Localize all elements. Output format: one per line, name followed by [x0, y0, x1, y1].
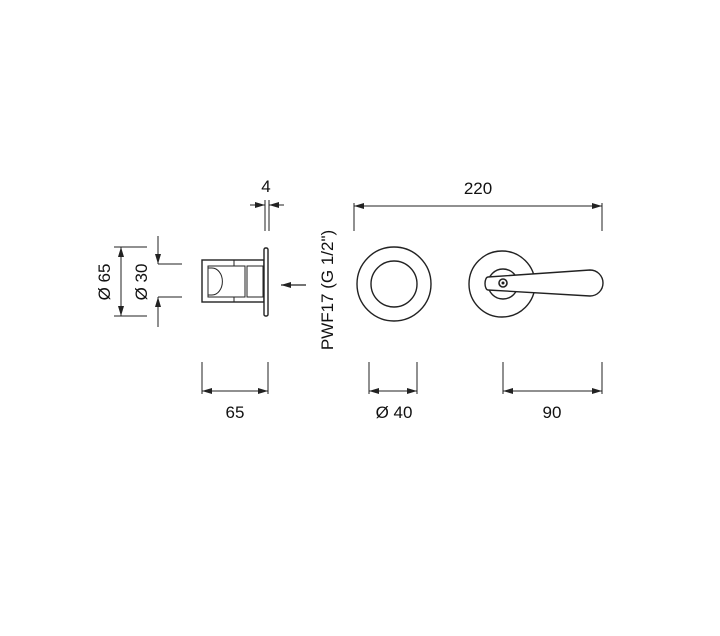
- dim-label-220: 220: [464, 179, 492, 198]
- connection-label: PWF17 (G 1/2"): [318, 230, 337, 350]
- dim-label-90: 90: [543, 403, 562, 422]
- dim-label-d40: Ø 40: [376, 403, 413, 422]
- dim-overall-width: 220: [353, 179, 603, 231]
- wall-plate: [263, 247, 269, 317]
- body-inner-block: [207, 265, 246, 298]
- dim-depth: 65: [201, 362, 269, 422]
- dim-knob-diameter: Ø 40: [368, 362, 418, 422]
- dim-lever-length: 90: [502, 362, 603, 422]
- dim-label-d30: Ø 30: [132, 264, 151, 301]
- dim-label-65: 65: [226, 403, 245, 422]
- dim-plate-thickness: 4: [250, 177, 284, 231]
- dim-plate-diameter: Ø 65: [95, 246, 147, 317]
- knob: [370, 260, 418, 308]
- dim-label-d65: Ø 65: [95, 264, 114, 301]
- handle-cup: [208, 267, 223, 296]
- body-inner-block-2: [246, 265, 264, 298]
- side-view: [201, 247, 306, 317]
- dim-body-diameter: Ø 30: [132, 236, 182, 327]
- dim-label-4: 4: [261, 177, 270, 196]
- lever-handle: [484, 269, 604, 297]
- front-view: [356, 246, 604, 322]
